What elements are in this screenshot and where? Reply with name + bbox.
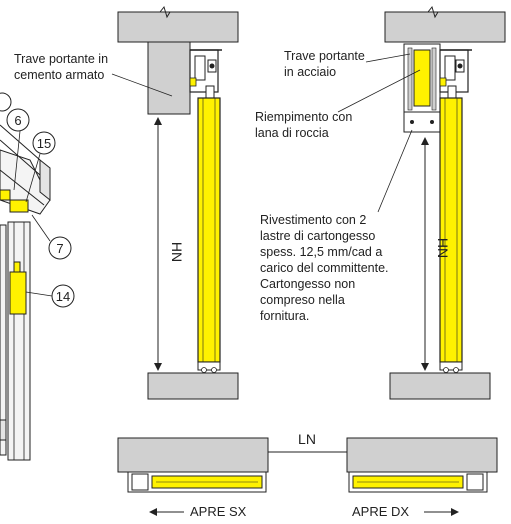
right-section-detail: HN Trave portante in acciaio Riempimento… [255, 5, 506, 400]
filling-leader [337, 69, 421, 113]
iso-yellow-block [9, 271, 27, 315]
plan-view: LN APRE SX APRE DX [117, 431, 498, 519]
filling-label-line1: Riempimento con [255, 110, 352, 124]
left-door-panel [197, 97, 221, 363]
svg-text:15: 15 [37, 136, 51, 151]
apre-sx-label: APRE SX [190, 504, 247, 519]
iso-frame [7, 221, 31, 461]
left-hn-label: HN [169, 242, 185, 262]
svg-text:14: 14 [56, 289, 70, 304]
iso-view: 6 15 7 14 [0, 92, 75, 461]
svg-text:Cartongesso non: Cartongesso non [260, 277, 355, 291]
left-floor [147, 372, 239, 400]
svg-text:carico del committente.: carico del committente. [260, 261, 389, 275]
right-top-slab [384, 11, 506, 43]
apre-dx-label: APRE DX [352, 504, 409, 519]
iso-track [9, 199, 29, 213]
callout-6: 6 [6, 108, 30, 132]
callout-15: 15 [32, 131, 56, 155]
ln-label: LN [298, 431, 316, 447]
steel-beam-label-line2: in acciaio [284, 65, 336, 79]
callout-14: 14 [51, 284, 75, 308]
svg-text:7: 7 [56, 241, 63, 256]
svg-text:lastre di cartongesso: lastre di cartongesso [260, 229, 375, 243]
concrete-beam-label-line1: Trave portante in [14, 52, 108, 66]
plan-right-wall [346, 437, 498, 473]
cladding-leader [377, 129, 413, 213]
iso-beam [0, 149, 51, 215]
steel-beam-leader [365, 53, 411, 63]
right-floor [389, 372, 491, 400]
concrete-beam-leader [111, 73, 173, 97]
filling-label-line2: lana di roccia [255, 126, 329, 140]
left-section-detail: HN Trave portante in cemento armato [14, 5, 239, 400]
svg-text:6: 6 [14, 113, 21, 128]
concrete-beam-label-line2: cemento armato [14, 68, 104, 82]
steel-beam-label-line1: Trave portante [284, 49, 365, 63]
svg-text:compreso nella: compreso nella [260, 293, 345, 307]
right-door-panel [439, 97, 463, 363]
svg-text:fornitura.: fornitura. [260, 309, 309, 323]
rock-wool-filling [413, 49, 431, 107]
concrete-beam [147, 41, 191, 115]
plan-left-wall [117, 437, 269, 473]
svg-text:spess. 12,5 mm/cad a: spess. 12,5 mm/cad a [260, 245, 382, 259]
svg-text:Rivestimento con 2: Rivestimento con 2 [260, 213, 366, 227]
right-hn-label: HN [435, 238, 451, 258]
left-top-slab [117, 11, 239, 43]
cladding-label: Rivestimento con 2 lastre di cartongesso… [260, 213, 389, 323]
callout-7: 7 [48, 236, 72, 260]
